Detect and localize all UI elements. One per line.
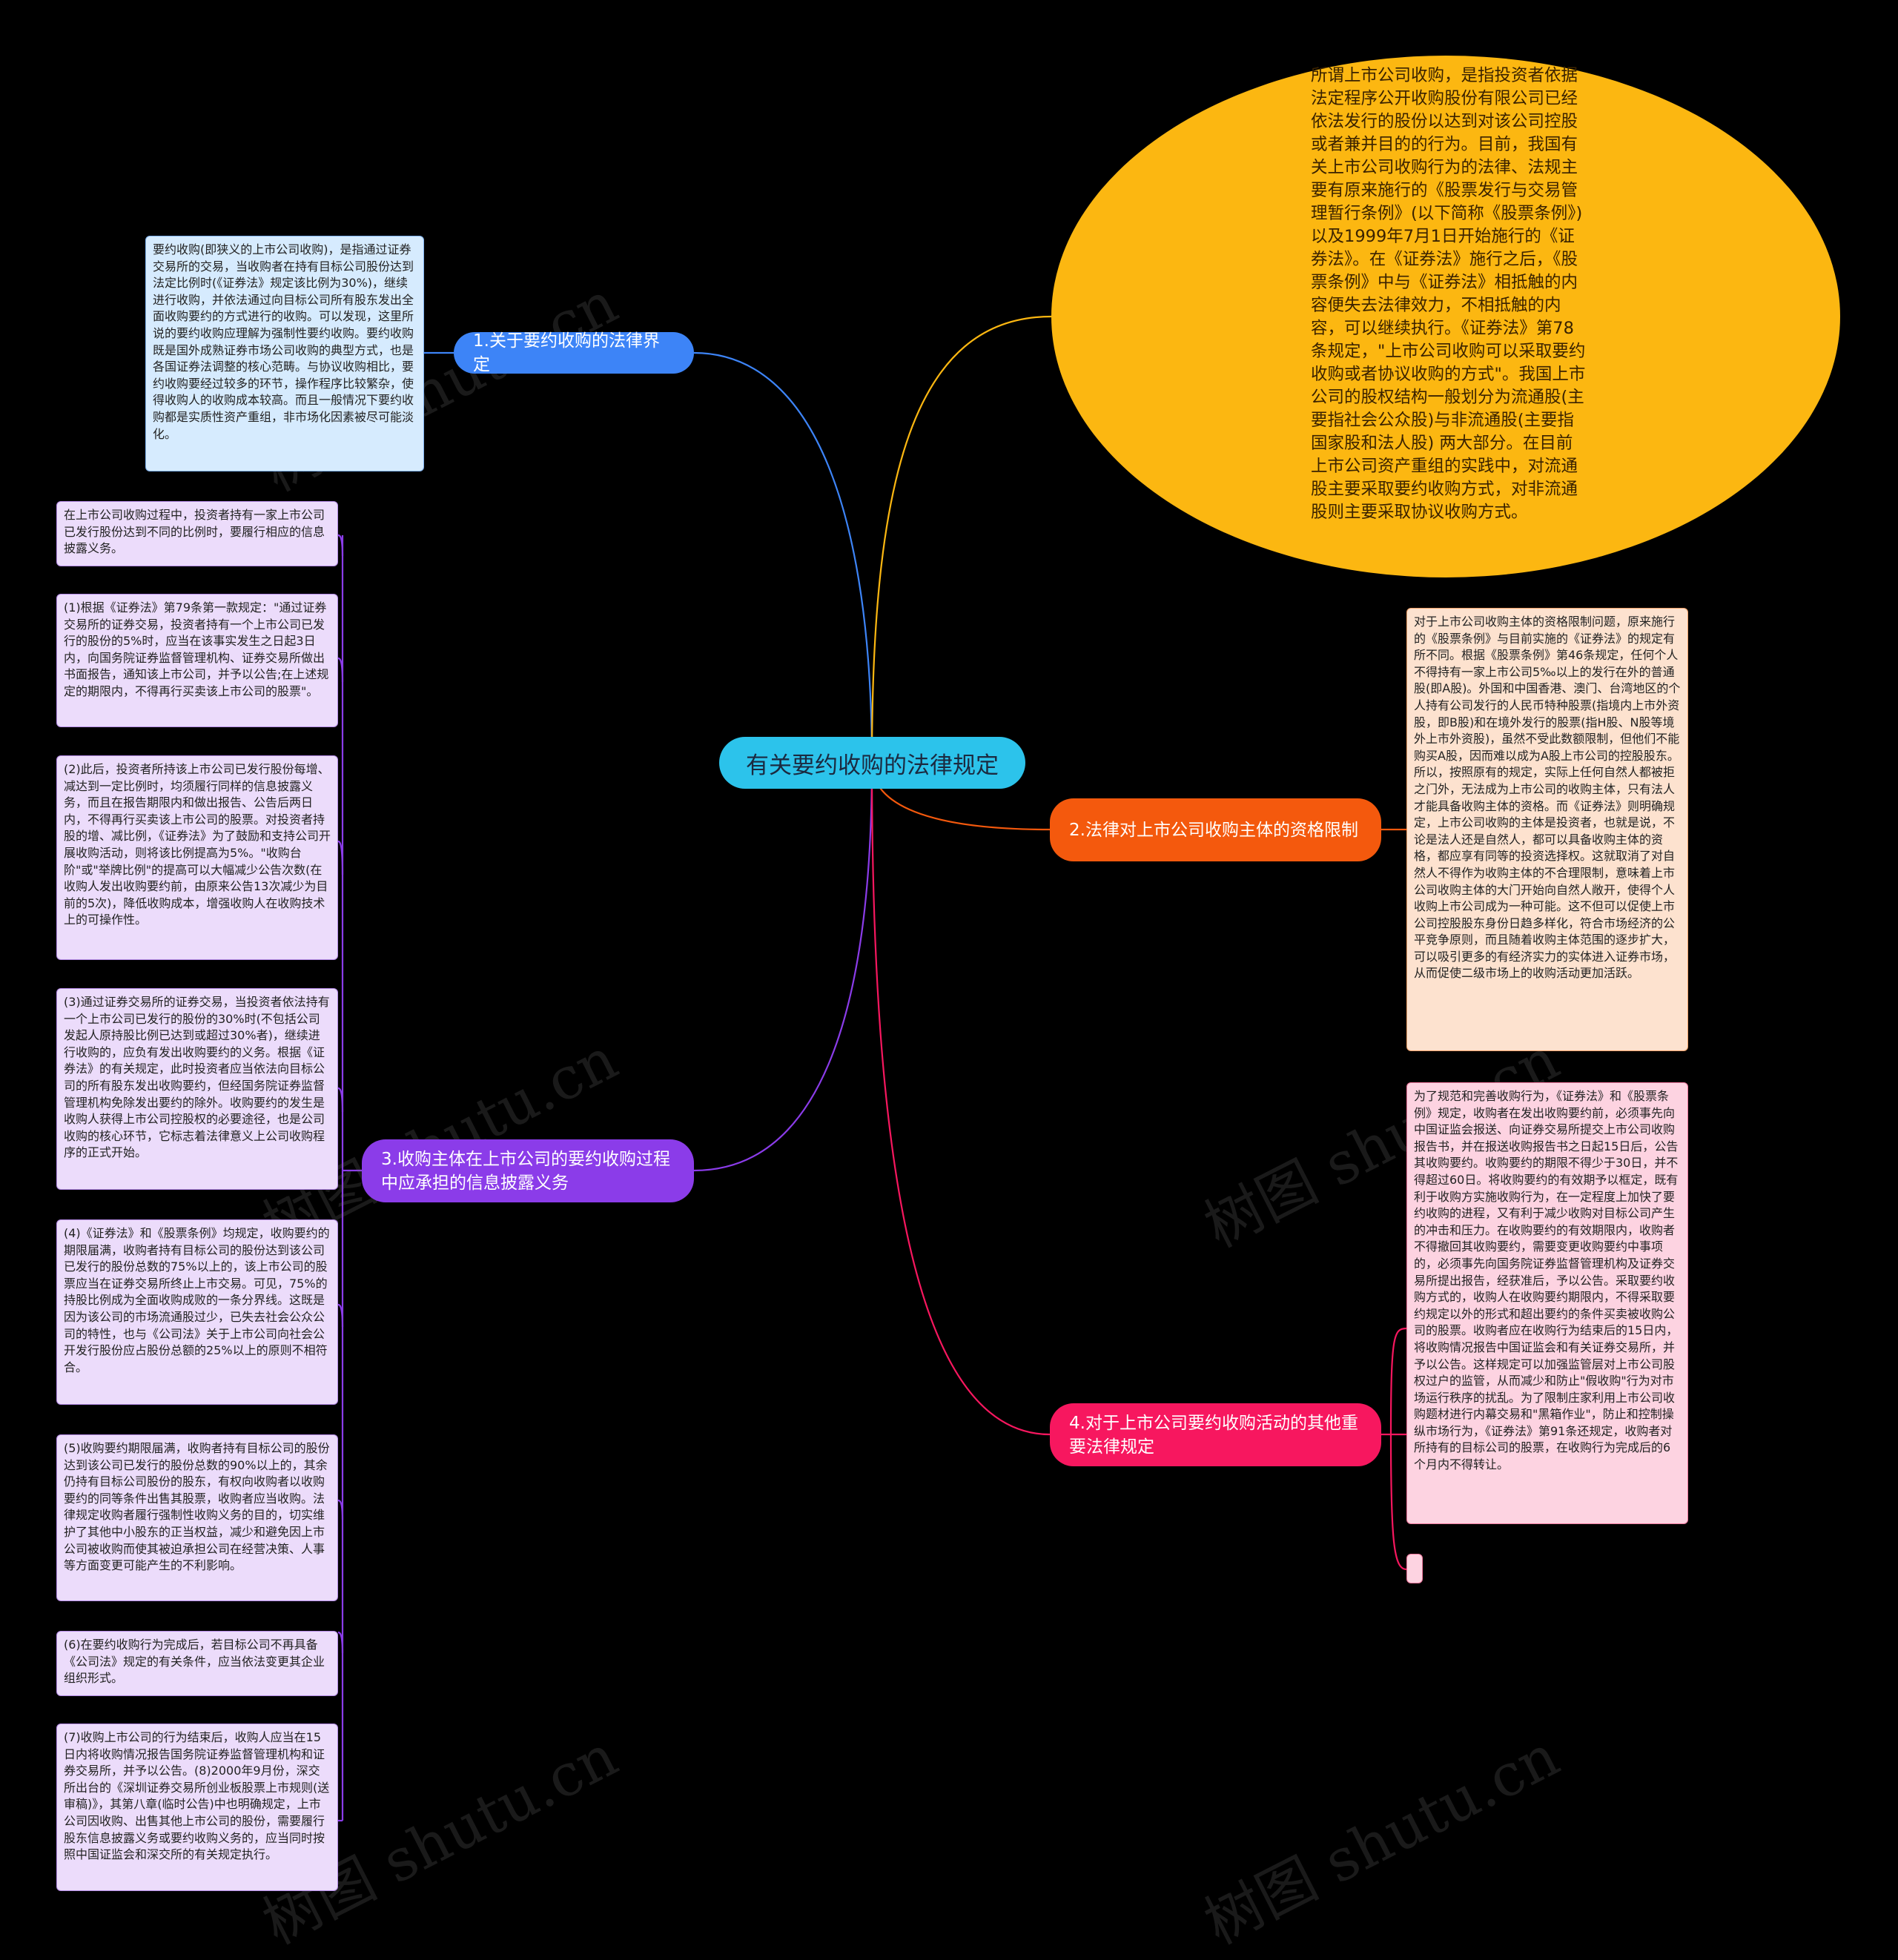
branch-disclosure-obligation[interactable]: 3.收购主体在上市公司的要约收购过程中应承担的信息披露义务 (362, 1139, 694, 1202)
link-b3-leaf-7 (337, 1631, 344, 1654)
link-b3-leaf-1 (337, 534, 344, 557)
link-b4-spine (1389, 1327, 1407, 1435)
leaf-disclosure-6[interactable]: (6)在要约收购行为完成后，若目标公司不再具备《公司法》规定的有关条件，应当依法… (56, 1631, 338, 1696)
link-b4-small (1389, 1434, 1407, 1571)
link-root-b1 (693, 351, 873, 764)
branch-other-rules[interactable]: 4.对于上市公司要约收购活动的其他重要法律规定 (1050, 1403, 1381, 1466)
leaf-disclosure-1[interactable]: (1)根据《证券法》第79条第一款规定："通过证券交易所的证券交易，投资者持有一… (56, 594, 338, 727)
link-root-b3 (693, 762, 873, 1172)
leaf-disclosure-2[interactable]: (2)此后，投资者所持该上市公司已发行股份每增、减达到一定比例时，均须履行同样的… (56, 755, 338, 960)
link-b3-leaf-5 (337, 1303, 344, 1328)
branch-subject-qualification[interactable]: 2.法律对上市公司收购主体的资格限制 (1050, 798, 1381, 861)
leaf-disclosure-intro[interactable]: 在上市公司收购过程中，投资者持有一家上市公司已发行股份达到不同的比例时，要履行相… (56, 501, 338, 566)
leaf-disclosure-7[interactable]: (7)收购上市公司的行为结束后，收购人应当在15日内将收购情况报告国务院证券监督… (56, 1724, 338, 1891)
link-b3-leaf-6 (337, 1499, 344, 1520)
link-b3-leaf-4 (337, 1087, 344, 1113)
leaf-disclosure-3[interactable]: (3)通过证券交易所的证券交易，当投资者依法持有一个上市公司已发行的股份的30%… (56, 988, 338, 1190)
leaf-subject-qualification[interactable]: 对于上市公司收购主体的资格限制问题，原来施行的《股票条例》与目前实施的《证券法》… (1406, 608, 1688, 1051)
leaf-disclosure-4[interactable]: (4)《证券法》和《股票条例》均规定，收购要约的期限届满，收购者持有目标公司的股… (56, 1219, 338, 1405)
link-b3-leaf-2 (337, 657, 344, 683)
link-b3-leaf-3 (337, 840, 344, 875)
link-root-ellipse (870, 315, 1052, 764)
link-root-b4 (870, 762, 1051, 1436)
definition-ellipse-node[interactable]: 所谓上市公司收购，是指投资者依据法定程序公开收购股份有限公司已经依法发行的股份以… (1051, 56, 1840, 577)
leaf-other-rules[interactable]: 为了规范和完善收购行为，《证券法》和《股票条例》规定，收购者在发出收购要约前，必… (1406, 1082, 1688, 1524)
root-topic[interactable]: 有关要约收购的法律规定 (719, 737, 1025, 789)
link-b3-spine (341, 535, 362, 1821)
leaf-legal-definition[interactable]: 要约收购(即狭义的上市公司收购)，是指通过证券交易所的交易，当收购者在持有目标公… (145, 236, 424, 471)
branch-legal-definition[interactable]: 1.关于要约收购的法律界定 (454, 331, 694, 374)
leaf-disclosure-5[interactable]: (5)收购要约期限届满，收购者持有目标公司的股份达到该公司已发行的股份总数的90… (56, 1434, 338, 1601)
definition-text: 所谓上市公司收购，是指投资者依据法定程序公开收购股份有限公司已经依法发行的股份以… (1311, 66, 1586, 522)
leaf-empty-node[interactable] (1406, 1554, 1423, 1583)
